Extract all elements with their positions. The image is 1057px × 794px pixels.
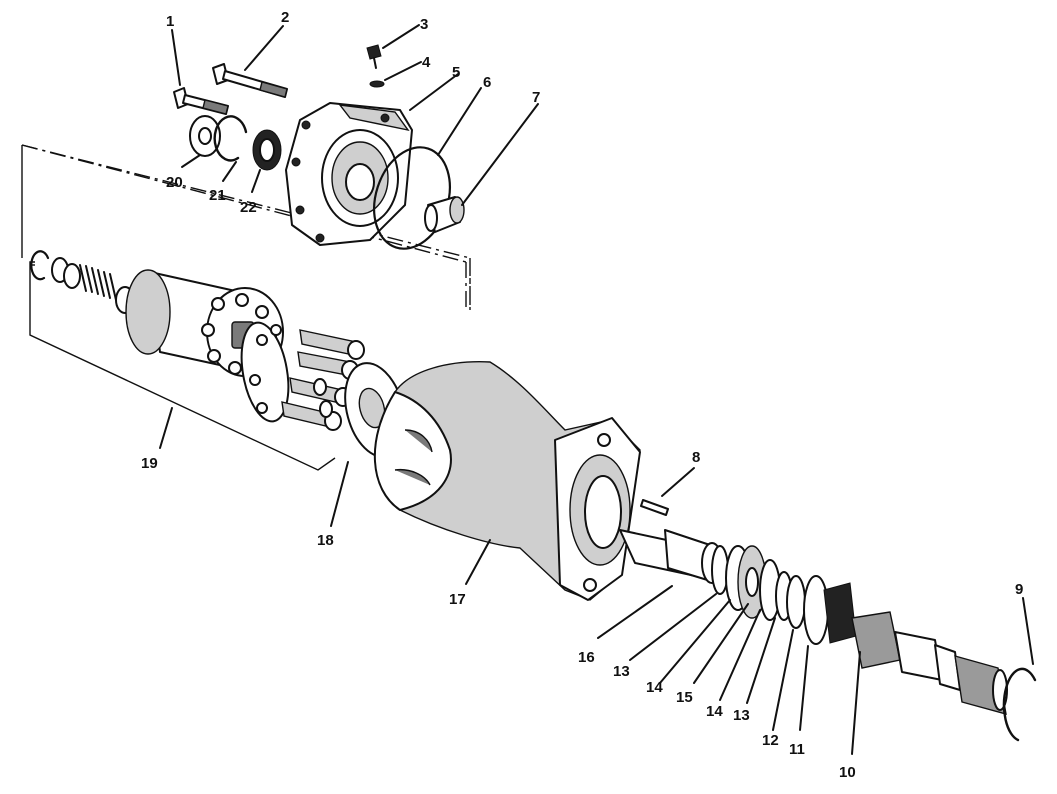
callout-6: 6: [483, 74, 491, 91]
callout-5: 5: [452, 64, 460, 81]
callout-4: 4: [422, 54, 431, 71]
plug-3: [366, 44, 382, 69]
callout-3: 3: [420, 16, 428, 33]
callout-20: 20: [166, 174, 183, 191]
callout-11: 11: [789, 741, 805, 758]
callout-13-front: 13: [613, 663, 630, 680]
callout-13-rear: 13: [733, 707, 750, 724]
callout-21: 21: [209, 187, 226, 204]
leader-lines: [159, 24, 1034, 755]
seal-22: [252, 129, 282, 171]
ring-12: [786, 575, 806, 629]
callout-1: 1: [166, 13, 174, 30]
end-cover-housing: [285, 102, 413, 246]
bolt-2: [212, 63, 288, 98]
bushing-7: [424, 196, 465, 233]
callout-8: 8: [692, 449, 700, 466]
callout-2: 2: [281, 9, 289, 26]
thrust-bearing-stack: [711, 545, 793, 621]
o-ring-4: [369, 80, 385, 88]
callout-18: 18: [317, 532, 334, 549]
callout-12: 12: [762, 732, 779, 749]
snap-ring-9: [1002, 667, 1037, 742]
key-8: [640, 499, 669, 516]
ring-11: [803, 575, 829, 645]
callout-16: 16: [578, 649, 595, 666]
bearing-16: [619, 529, 723, 584]
callout-17: 17: [449, 591, 466, 608]
drive-shaft-10: [823, 582, 1008, 715]
callout-labels: 1 2 3 4 5 6 7 8 9 10 11 12 13 14 15 14 1…: [141, 9, 1023, 781]
callout-10: 10: [839, 764, 856, 781]
cylinder-barrel: [125, 269, 284, 377]
washer-20: [189, 115, 221, 157]
callout-9: 9: [1015, 581, 1023, 598]
spring-stack: [30, 250, 135, 314]
callout-19: 19: [141, 455, 158, 472]
motor-housing-17: [374, 361, 641, 601]
callout-7: 7: [532, 89, 540, 106]
callout-14-rear: 14: [706, 703, 723, 720]
callout-22: 22: [240, 199, 257, 216]
pistons: [281, 329, 365, 431]
callout-14-front: 14: [646, 679, 663, 696]
callout-15: 15: [676, 689, 693, 706]
bolt-1: [173, 87, 229, 115]
retainer-plate: [240, 321, 290, 423]
snap-ring-21: [213, 115, 248, 162]
